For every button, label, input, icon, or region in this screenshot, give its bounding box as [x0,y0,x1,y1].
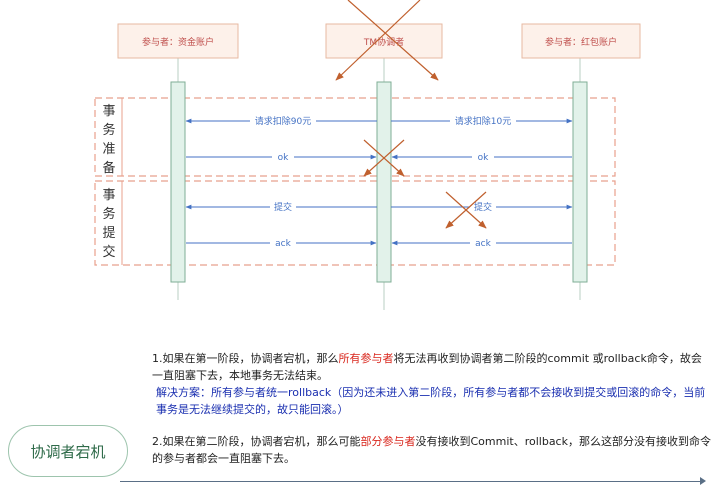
svg-text:提: 提 [102,225,115,241]
message-ack-left: ack [186,236,377,249]
svg-text:事: 事 [102,188,115,203]
footer-divider [120,481,702,482]
ok-lost-cross [363,139,405,177]
activation-redpacket [572,81,588,283]
svg-text:提交: 提交 [474,201,492,213]
message-request-right: 请求扣除10元 [391,114,573,127]
message-commit-left: 提交 [185,200,377,213]
note-solution: 解决方案：所有参与者统一rollback（因为还未进入第二阶段，所有参与者都不会… [156,386,706,416]
note-phase-two: 2.如果在第二阶段，协调者宕机，那么可能部分参与者没有接收到Commit、rol… [152,433,712,467]
participant-redpacket-label: 参与者：红包账户 [545,36,617,48]
svg-text:交: 交 [102,244,115,260]
note-phase-one-prefix: 1.如果在第一阶段，协调者宕机，那么 [152,352,339,365]
message-ok-left: ok [186,151,377,163]
participant-fund-label: 参与者：资金账户 [142,36,214,48]
phase-prepare-box [94,97,616,177]
coordinator-down-badge: 协调者宕机 [8,425,128,477]
participant-tm-coordinator: TM协调者 [325,23,443,59]
svg-text:ok: ok [478,153,490,163]
svg-text:ack: ack [275,239,291,249]
message-commit-right: 提交 [391,200,573,213]
message-request-left: 请求扣除90元 [185,114,377,127]
note-phase-two-rest: 没有接收到Commit、rollback，那么这部分没有接收到命令的参与者都会一… [152,435,711,465]
note-phase-two-highlight: 部分参与者 [360,435,416,448]
svg-text:ok: ok [278,153,290,163]
svg-text:请求扣除90元: 请求扣除90元 [255,115,311,127]
commit-lost-cross [445,191,487,229]
svg-text:请求扣除10元: 请求扣除10元 [455,115,511,127]
svg-text:ack: ack [475,239,491,249]
note-phase-two-prefix: 2.如果在第二阶段，协调者宕机，那么可能 [152,435,361,448]
participant-fund-account: 参与者：资金账户 [117,23,239,59]
phase-commit-box [94,180,616,266]
note-phase-one-rest: 将无法再收到协调者第二阶段的commit 或rollback命令，故会一直阻塞下… [152,352,702,382]
svg-text:提交: 提交 [274,201,292,213]
participant-tm-label: TM协调者 [363,36,404,48]
participant-redpacket-account: 参与者：红包账户 [521,23,641,59]
footer-arrow-icon [700,477,706,485]
svg-text:准: 准 [102,142,115,157]
note-phase-one: 1.如果在第一阶段，协调者宕机，那么所有参与者将无法再收到协调者第二阶段的com… [152,350,712,384]
activation-tm [376,81,392,283]
svg-text:务: 务 [102,122,115,138]
svg-text:备: 备 [102,160,115,176]
message-ok-right: ok [391,151,572,163]
coordinator-crash-cross [335,0,439,81]
note-phase-one-highlight: 所有参与者 [338,352,394,365]
svg-text:事: 事 [102,104,115,119]
svg-text:务: 务 [102,206,115,222]
phase-commit-label: 事 务 提 交 [102,188,115,260]
activation-fund [170,81,186,283]
message-ack-right: ack [391,236,572,249]
phase-prepare-label: 事 务 准 备 [102,104,115,176]
sequence-diagram: 参与者：资金账户 TM协调者 参与者：红包账户 事 务 准 备 事 务 提 交 … [94,0,641,310]
